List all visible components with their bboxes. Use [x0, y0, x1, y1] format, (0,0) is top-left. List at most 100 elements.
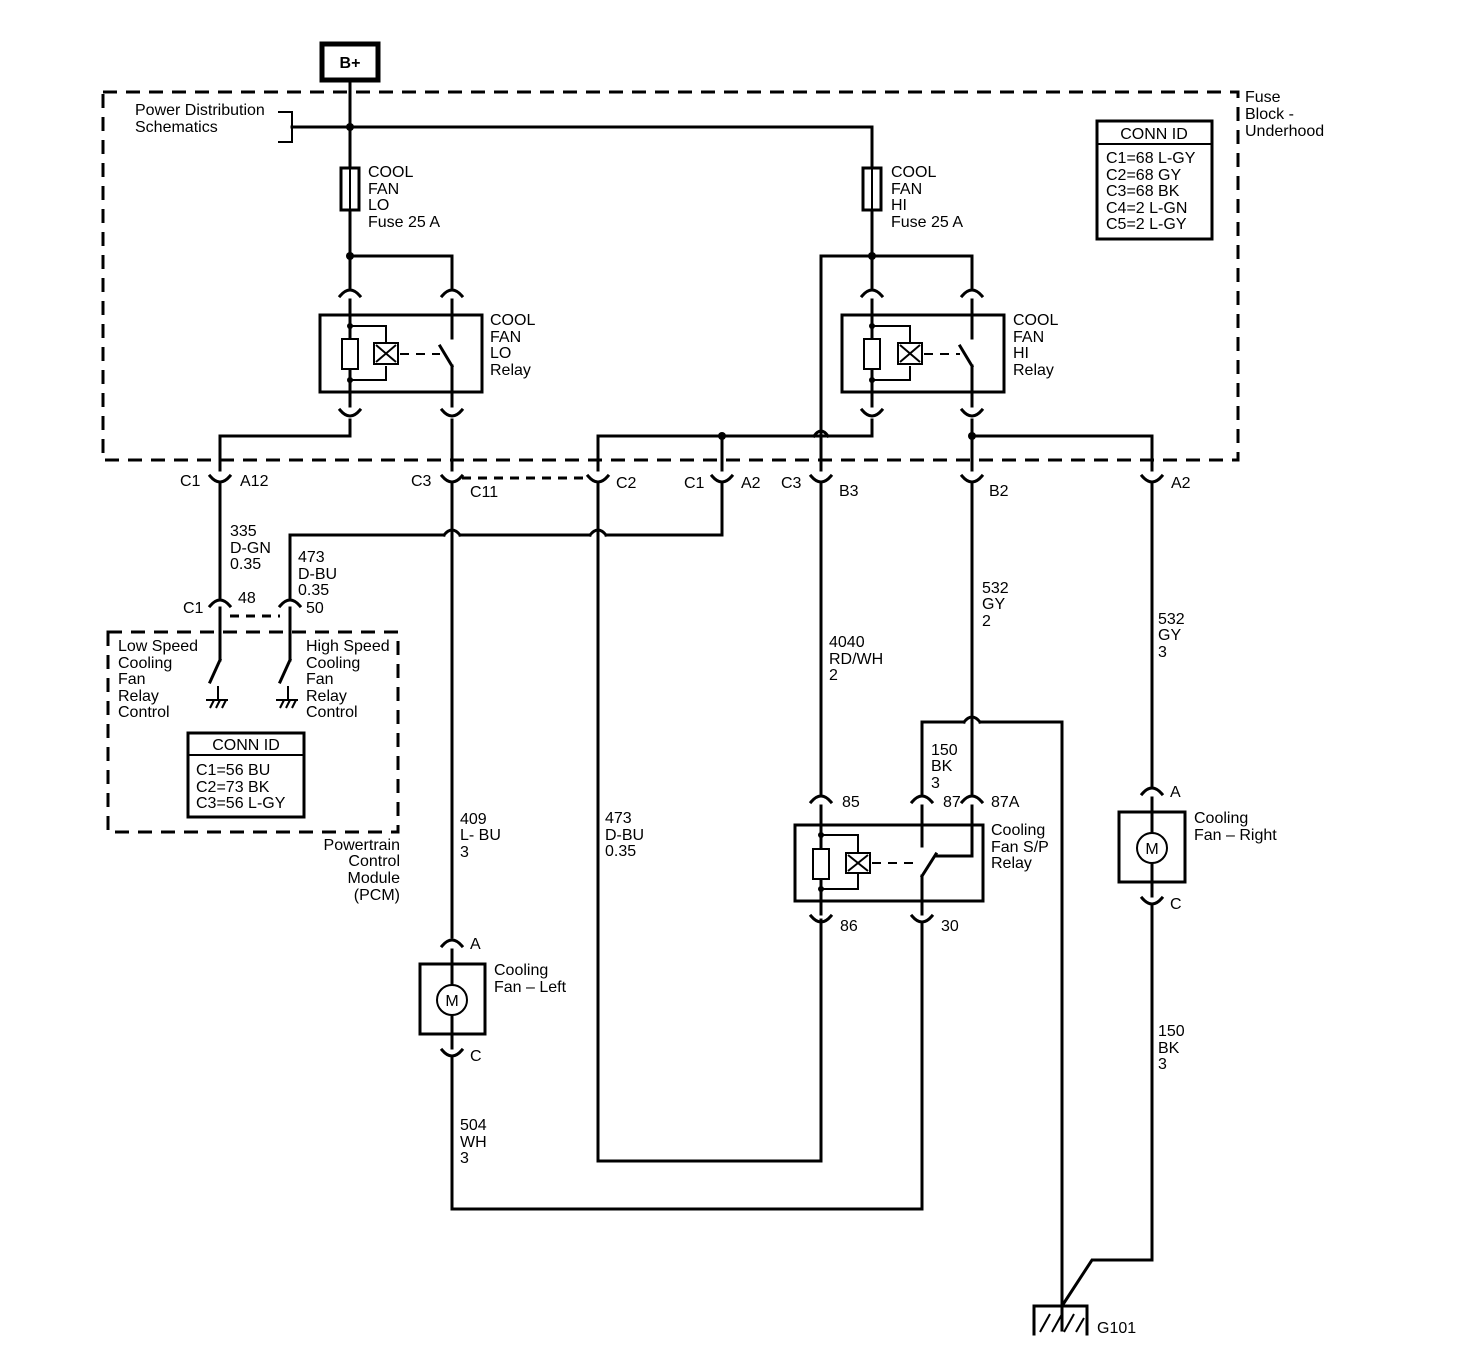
- svg-text:Cooling: Cooling: [1194, 810, 1248, 827]
- svg-text:WH: WH: [460, 1134, 487, 1151]
- svg-text:C: C: [1170, 896, 1182, 913]
- svg-text:HI: HI: [891, 197, 907, 214]
- fuse-block-conn-id-table: CONN ID C1=68 L-GY C2=68 GY C3=68 BK C4=…: [1095, 119, 1214, 241]
- svg-text:409: 409: [460, 811, 487, 828]
- svg-text:COOL: COOL: [1013, 312, 1058, 329]
- svg-text:0.35: 0.35: [605, 843, 636, 860]
- svg-text:A: A: [1170, 784, 1181, 801]
- svg-text:473: 473: [605, 810, 632, 827]
- cooling-fan-right: A M C Cooling Fan – Right: [1117, 784, 1277, 913]
- svg-text:C2=73 BK: C2=73 BK: [196, 779, 270, 796]
- wire-150-right: [1059, 902, 1154, 1309]
- svg-text:FAN: FAN: [891, 181, 922, 198]
- svg-text:Fan – Right: Fan – Right: [1194, 827, 1277, 844]
- svg-text:C3=56 L-GY: C3=56 L-GY: [196, 795, 286, 812]
- motor-icon: [1136, 832, 1168, 864]
- svg-text:C11: C11: [470, 484, 498, 501]
- svg-text:0.35: 0.35: [230, 556, 261, 573]
- svg-text:3: 3: [1158, 1056, 1167, 1073]
- svg-text:50: 50: [306, 600, 324, 617]
- svg-text:M: M: [445, 993, 458, 1010]
- svg-text:CONN ID: CONN ID: [212, 737, 280, 754]
- svg-text:C1: C1: [684, 475, 705, 492]
- svg-text:473: 473: [298, 549, 325, 566]
- svg-text:GY: GY: [982, 596, 1005, 613]
- svg-text:504: 504: [460, 1117, 487, 1134]
- svg-text:150: 150: [931, 742, 958, 759]
- svg-text:Control: Control: [118, 704, 170, 721]
- svg-text:86: 86: [840, 918, 858, 935]
- svg-text:87A: 87A: [991, 794, 1020, 811]
- svg-text:Cooling: Cooling: [494, 962, 548, 979]
- svg-text:D-BU: D-BU: [605, 827, 644, 844]
- cool-fan-hi-relay: COOL FAN HI Relay: [819, 208, 1058, 432]
- battery-label: B+: [340, 55, 361, 72]
- motor-icon: [436, 984, 468, 1016]
- svg-text:(PCM): (PCM): [354, 887, 400, 904]
- cool-fan-lo-fuse: COOL FAN LO Fuse 25 A: [339, 164, 440, 231]
- svg-text:Cooling: Cooling: [991, 822, 1045, 839]
- high-speed-control-label: High Speed Cooling Fan Relay Control: [306, 638, 390, 721]
- svg-text:C5=2 L-GY: C5=2 L-GY: [1106, 216, 1187, 233]
- svg-text:C2=68 GY: C2=68 GY: [1106, 167, 1181, 184]
- connector-labels: C1 A12 C3 C11 C2 C1 A2 C3 B3 B2 A2: [180, 473, 1191, 501]
- cooling-fan-sp-relay: 85 87 87A 86 30 Cooling Fan S/P Relay: [793, 714, 1064, 1332]
- svg-text:150: 150: [1158, 1023, 1185, 1040]
- svg-text:A: A: [470, 936, 481, 953]
- svg-text:COOL: COOL: [368, 164, 413, 181]
- lo-relay-coil-to-c1-a12: [218, 418, 352, 472]
- svg-text:C3=68 BK: C3=68 BK: [1106, 183, 1180, 200]
- svg-text:C3: C3: [411, 473, 432, 490]
- svg-text:High Speed: High Speed: [306, 638, 390, 655]
- svg-text:Fuse 25 A: Fuse 25 A: [891, 214, 963, 231]
- svg-text:B2: B2: [989, 483, 1009, 500]
- svg-text:HI: HI: [1013, 345, 1029, 362]
- pcm-name-label: Powertrain Control Module (PCM): [324, 837, 401, 904]
- svg-text:Relay: Relay: [490, 362, 531, 379]
- svg-text:D-GN: D-GN: [230, 540, 271, 557]
- svg-text:335: 335: [230, 523, 257, 540]
- cooling-fan-left: A M C Cooling Fan – Left: [418, 936, 567, 1065]
- svg-text:M: M: [1145, 841, 1158, 858]
- pcm-conn-id-table: CONN ID C1=56 BU C2=73 BK C3=56 L-GY: [186, 731, 306, 819]
- svg-text:A2: A2: [741, 475, 761, 492]
- wire-504: [450, 922, 924, 1211]
- svg-text:LO: LO: [368, 197, 389, 214]
- svg-text:Low Speed: Low Speed: [118, 638, 198, 655]
- svg-text:Cooling: Cooling: [118, 655, 172, 672]
- svg-text:L- BU: L- BU: [460, 827, 501, 844]
- svg-text:2: 2: [829, 667, 838, 684]
- svg-text:3: 3: [931, 775, 940, 792]
- svg-text:C: C: [470, 1048, 482, 1065]
- svg-text:Relay: Relay: [1013, 362, 1054, 379]
- svg-text:A12: A12: [240, 473, 269, 490]
- svg-text:Power Distribution: Power Distribution: [135, 102, 265, 119]
- cool-fan-hi-fuse: COOL FAN HI Fuse 25 A: [861, 164, 963, 231]
- svg-text:C1: C1: [183, 600, 204, 617]
- svg-text:2: 2: [982, 613, 991, 630]
- battery-terminal: B+: [319, 41, 381, 83]
- power-distribution-reference: Power Distribution Schematics: [135, 102, 352, 143]
- svg-text:3: 3: [1158, 644, 1167, 661]
- ground-g101: G101: [1032, 1304, 1136, 1337]
- svg-text:FAN: FAN: [368, 181, 399, 198]
- wire-labels: 335 D-GN 0.35 473 D-BU 0.35 409 L- BU 3 …: [230, 523, 1185, 1167]
- svg-text:CONN ID: CONN ID: [1120, 126, 1188, 143]
- svg-text:D-BU: D-BU: [298, 566, 337, 583]
- fuse-block-outline: [101, 90, 1240, 462]
- fuse-block-label: Fuse Block - Underhood: [1245, 89, 1324, 140]
- svg-text:C4=2 L-GN: C4=2 L-GN: [1106, 200, 1187, 217]
- svg-text:85: 85: [842, 794, 860, 811]
- svg-text:Fan: Fan: [306, 671, 334, 688]
- svg-text:COOL: COOL: [891, 164, 936, 181]
- svg-text:Fan: Fan: [118, 671, 146, 688]
- svg-text:COOL: COOL: [490, 312, 535, 329]
- svg-text:FAN: FAN: [490, 329, 521, 346]
- svg-text:A2: A2: [1171, 475, 1191, 492]
- svg-text:C1=56 BU: C1=56 BU: [196, 762, 270, 779]
- svg-text:48: 48: [238, 590, 256, 607]
- svg-text:C2: C2: [616, 475, 637, 492]
- svg-text:Underhood: Underhood: [1245, 123, 1324, 140]
